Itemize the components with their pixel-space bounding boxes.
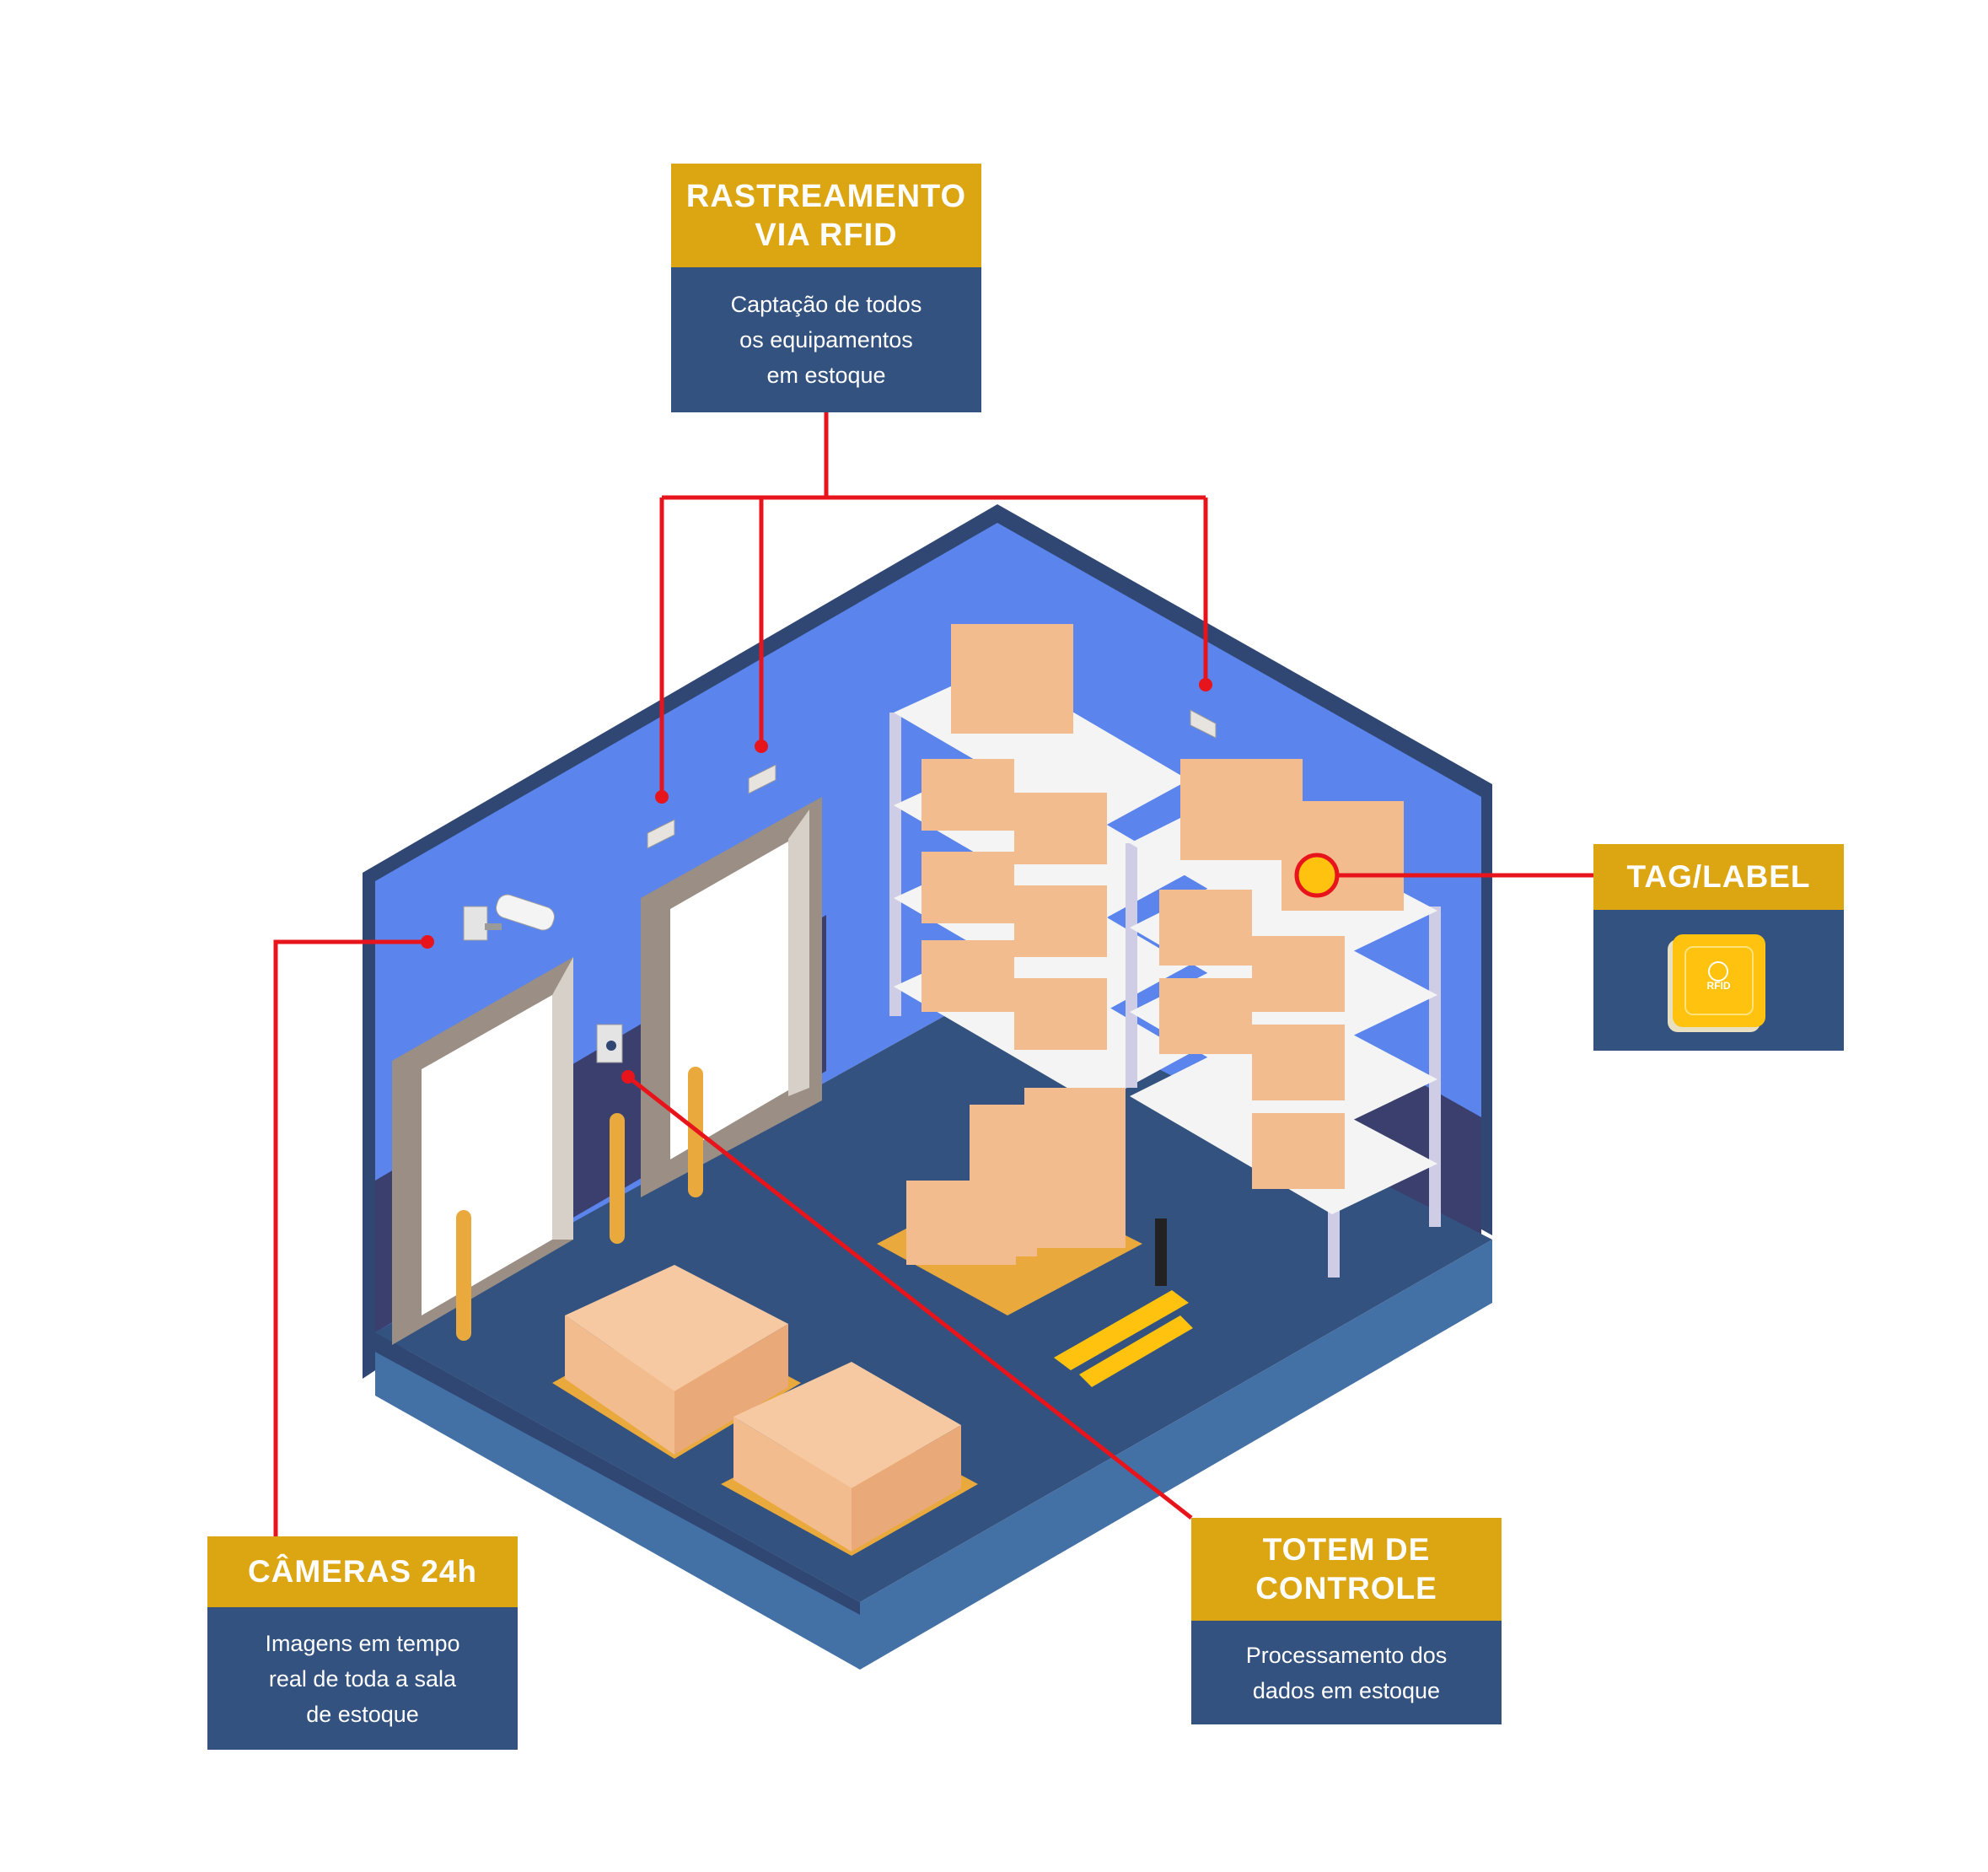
callout-cameras-desc-line: real de toda a sala [268,1665,457,1692]
rfid-tag-label: RFID [1706,979,1731,992]
callout-tag-body: RFID [1593,910,1844,1051]
callout-rfid-desc-line: Captação de todos [730,292,922,317]
callout-cameras-title: CÂMERAS 24h [207,1536,518,1607]
callout-totem-title-line: TOTEM DE [1262,1532,1431,1567]
callout-cameras-desc-line: Imagens em tempo [265,1630,460,1656]
callout-cameras-desc-line: de estoque [306,1701,419,1727]
connector-dots [421,678,1212,1084]
connector-lines [273,412,1593,1536]
floor-edge-top [363,1332,860,1615]
callout-totem-title: TOTEM DE CONTROLE [1191,1518,1502,1621]
callout-tag-title: TAG/LABEL [1593,844,1844,910]
callout-rfid-tracking: RASTREAMENTO VIA RFID Captação de todos … [671,164,981,412]
security-camera [463,894,555,941]
callout-rfid-desc-line: em estoque [766,363,886,388]
box-stack-shelf-1 [921,624,1107,1050]
pallet-jack [1054,1218,1193,1387]
door-left [392,957,573,1345]
callout-rfid-title-line: RASTREAMENTO [685,178,967,214]
callout-tag-label: TAG/LABEL RFID [1593,844,1844,1051]
rfid-reader [1190,709,1217,739]
bollard [610,1113,625,1244]
callout-rfid-title-line: VIA RFID [755,217,898,253]
pallet-front-left [552,1265,801,1459]
callout-rfid-description: Captação de todos os equipamentos em est… [671,267,981,412]
callout-totem-description: Processamento dos dados em estoque [1191,1621,1502,1724]
callout-control-totem: TOTEM DE CONTROLE Processamento dos dado… [1191,1518,1502,1724]
tag-highlight-ring [1294,853,1340,898]
callout-rfid-title: RASTREAMENTO VIA RFID [671,164,981,267]
callout-totem-desc-line: Processamento dos [1245,1642,1448,1668]
pallet-front-right [721,1362,978,1556]
bollard [456,1210,471,1341]
callout-totem-desc-line: dados em estoque [1252,1677,1441,1703]
callout-cameras-description: Imagens em tempo real de toda a sala de … [207,1607,518,1750]
callout-rfid-desc-line: os equipamentos [739,327,913,352]
control-totem-lens [606,1041,616,1051]
callout-totem-title-line: CONTROLE [1255,1571,1437,1606]
rfid-reader [748,764,776,794]
rfid-target-icon [1707,960,1728,982]
floor-edge-right [860,1240,1492,1670]
pallet-mid [877,1088,1142,1315]
rfid-tag-icon: RFID [1672,933,1765,1027]
box-stack-shelf-2 [1159,759,1404,1189]
rfid-reader [647,819,675,849]
callout-cameras: CÂMERAS 24h Imagens em tempo real de tod… [207,1536,518,1750]
